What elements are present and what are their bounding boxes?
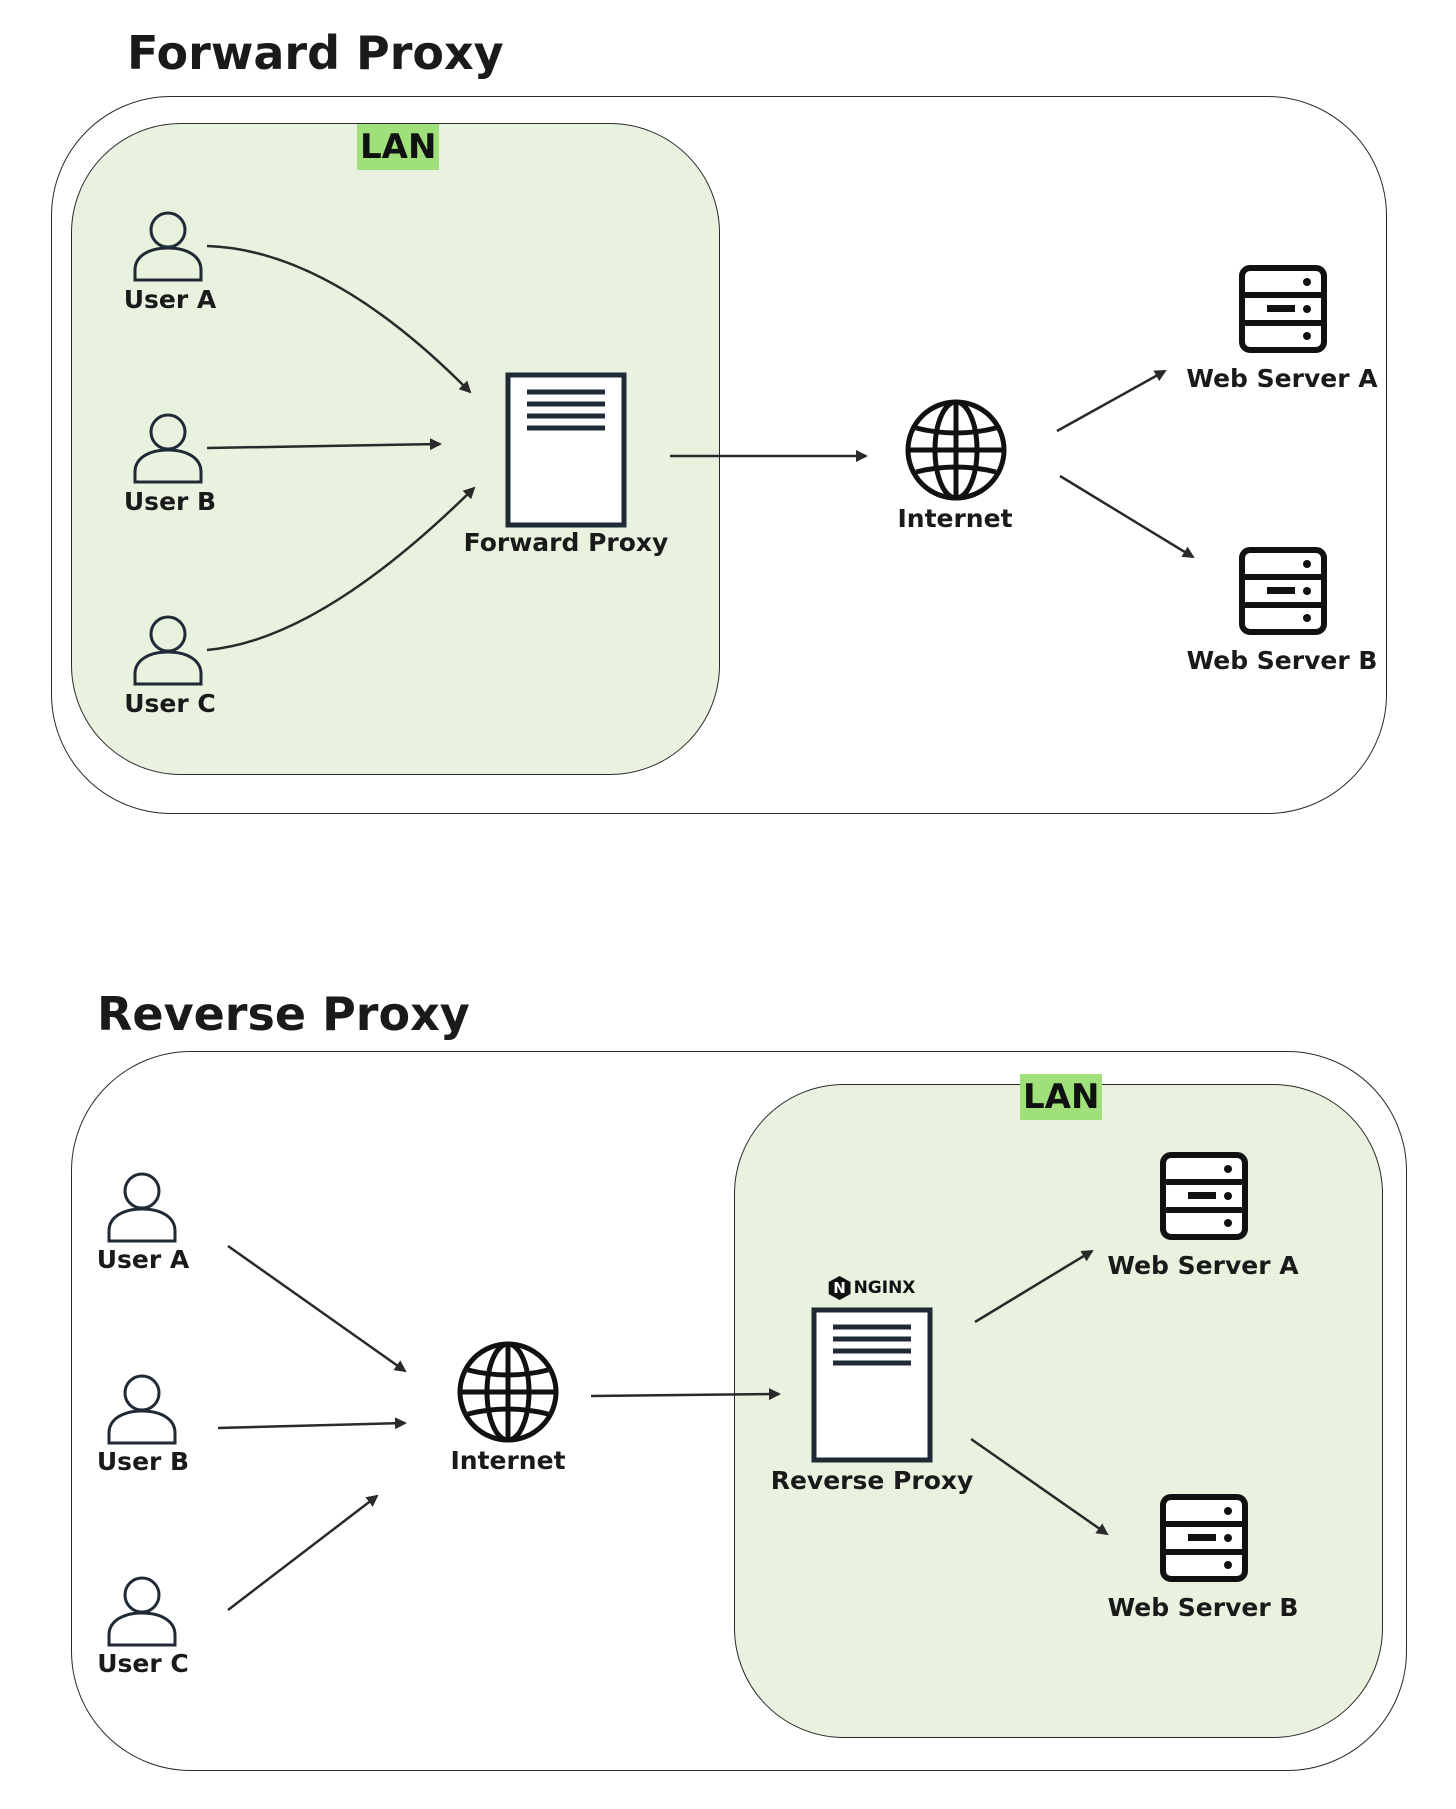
reverse-proxy-title: Reverse Proxy: [97, 987, 470, 1041]
reverse-lan-label: LAN: [1020, 1074, 1103, 1120]
globe-icon: [905, 399, 1007, 501]
arrow-reverse-proxy-to-server-a: [974, 1249, 1094, 1324]
arrow-reverse-user-a-to-internet: [227, 1244, 407, 1373]
reverse-user-b-label: User B: [96, 1447, 190, 1476]
arrow-forward-internet-to-server-a: [1056, 369, 1167, 433]
server-icon: [1239, 265, 1327, 353]
nginx-logo-text: NGINX: [853, 1278, 916, 1298]
reverse-user-c-label: User C: [97, 1649, 189, 1678]
user-c-icon: [107, 1576, 177, 1647]
nginx-logo: N NGINX: [828, 1276, 916, 1300]
forward-web-server-b-label: Web Server B: [1186, 646, 1378, 675]
arrow-forward-user-a-to-proxy: [206, 244, 472, 394]
forward-web-server-a-label: Web Server A: [1186, 364, 1378, 393]
forward-user-b-label: User B: [123, 487, 217, 516]
arrow-forward-user-c-to-proxy: [206, 486, 476, 652]
server-icon: [1160, 1494, 1248, 1582]
arrow-reverse-proxy-to-server-b: [970, 1437, 1109, 1536]
forward-internet-label: Internet: [897, 504, 1013, 533]
arrow-forward-internet-to-server-b: [1059, 474, 1195, 559]
reverse-user-a-label: User A: [96, 1245, 190, 1274]
reverse-internet-label: Internet: [450, 1446, 566, 1475]
forward-proxy-label: Forward Proxy: [463, 528, 669, 557]
user-c-icon: [133, 615, 203, 686]
forward-user-a-label: User A: [123, 285, 217, 314]
arrow-reverse-user-c-to-internet: [227, 1494, 379, 1611]
arrow-reverse-user-b-to-internet: [217, 1417, 407, 1430]
reverse-proxy-document-icon: [811, 1307, 933, 1463]
arrow-reverse-internet-to-proxy: [590, 1388, 781, 1401]
reverse-web-server-a-label: Web Server A: [1107, 1251, 1299, 1280]
user-a-icon: [107, 1172, 177, 1243]
user-b-icon: [107, 1374, 177, 1445]
globe-icon: [457, 1341, 559, 1443]
arrow-forward-user-b-to-proxy: [206, 438, 442, 451]
server-icon: [1239, 547, 1327, 635]
forward-lan-label: LAN: [357, 124, 440, 170]
forward-proxy-title: Forward Proxy: [127, 26, 504, 80]
forward-user-c-label: User C: [124, 689, 216, 718]
nginx-n-icon: N: [828, 1276, 851, 1300]
user-b-icon: [133, 413, 203, 484]
reverse-web-server-b-label: Web Server B: [1107, 1593, 1299, 1622]
forward-proxy-document-icon: [505, 372, 627, 528]
reverse-proxy-label: Reverse Proxy: [770, 1466, 974, 1495]
user-a-icon: [133, 211, 203, 282]
server-icon: [1160, 1152, 1248, 1240]
